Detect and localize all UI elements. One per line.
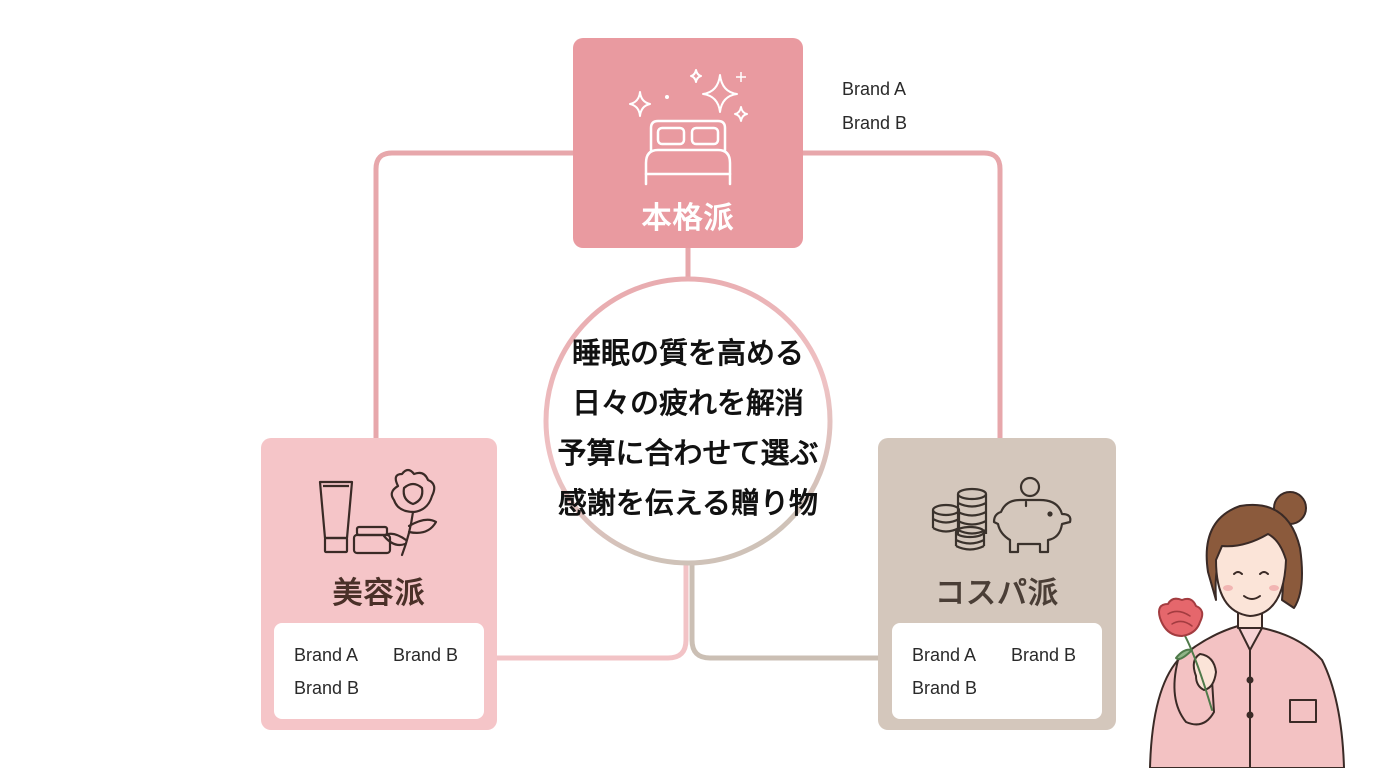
connector-center-right xyxy=(689,562,878,661)
brand-label: Brand B xyxy=(393,645,459,665)
brand-label: Brand A xyxy=(842,79,907,99)
brand-list-cospa xyxy=(892,623,1102,719)
center-text-line: 予算に合わせて選ぶ xyxy=(557,436,819,470)
center-text-line: 睡眠の質を高める xyxy=(571,336,804,370)
card-title-cospa: コスパ派 xyxy=(935,576,1059,611)
brand-label: Brand B xyxy=(294,678,360,698)
brand-label: Brand B xyxy=(842,113,908,133)
center-text-line: 日々の疲れを解消 xyxy=(571,386,804,420)
connector-center-left xyxy=(497,562,689,661)
brand-label: Brand B xyxy=(1011,645,1077,665)
brand-label: Brand A xyxy=(912,645,977,665)
connector-top-left xyxy=(373,150,575,438)
card-title-honkaku: 本格派 xyxy=(641,201,735,236)
brand-label: Brand A xyxy=(294,645,359,665)
brand-label: Brand B xyxy=(912,678,978,698)
center-text-line: 感謝を伝える贈り物 xyxy=(557,486,819,520)
card-title-biyou: 美容派 xyxy=(332,576,426,611)
card-honkaku xyxy=(573,38,803,248)
connector-top-right xyxy=(803,150,1003,438)
brand-list-biyou xyxy=(274,623,484,719)
